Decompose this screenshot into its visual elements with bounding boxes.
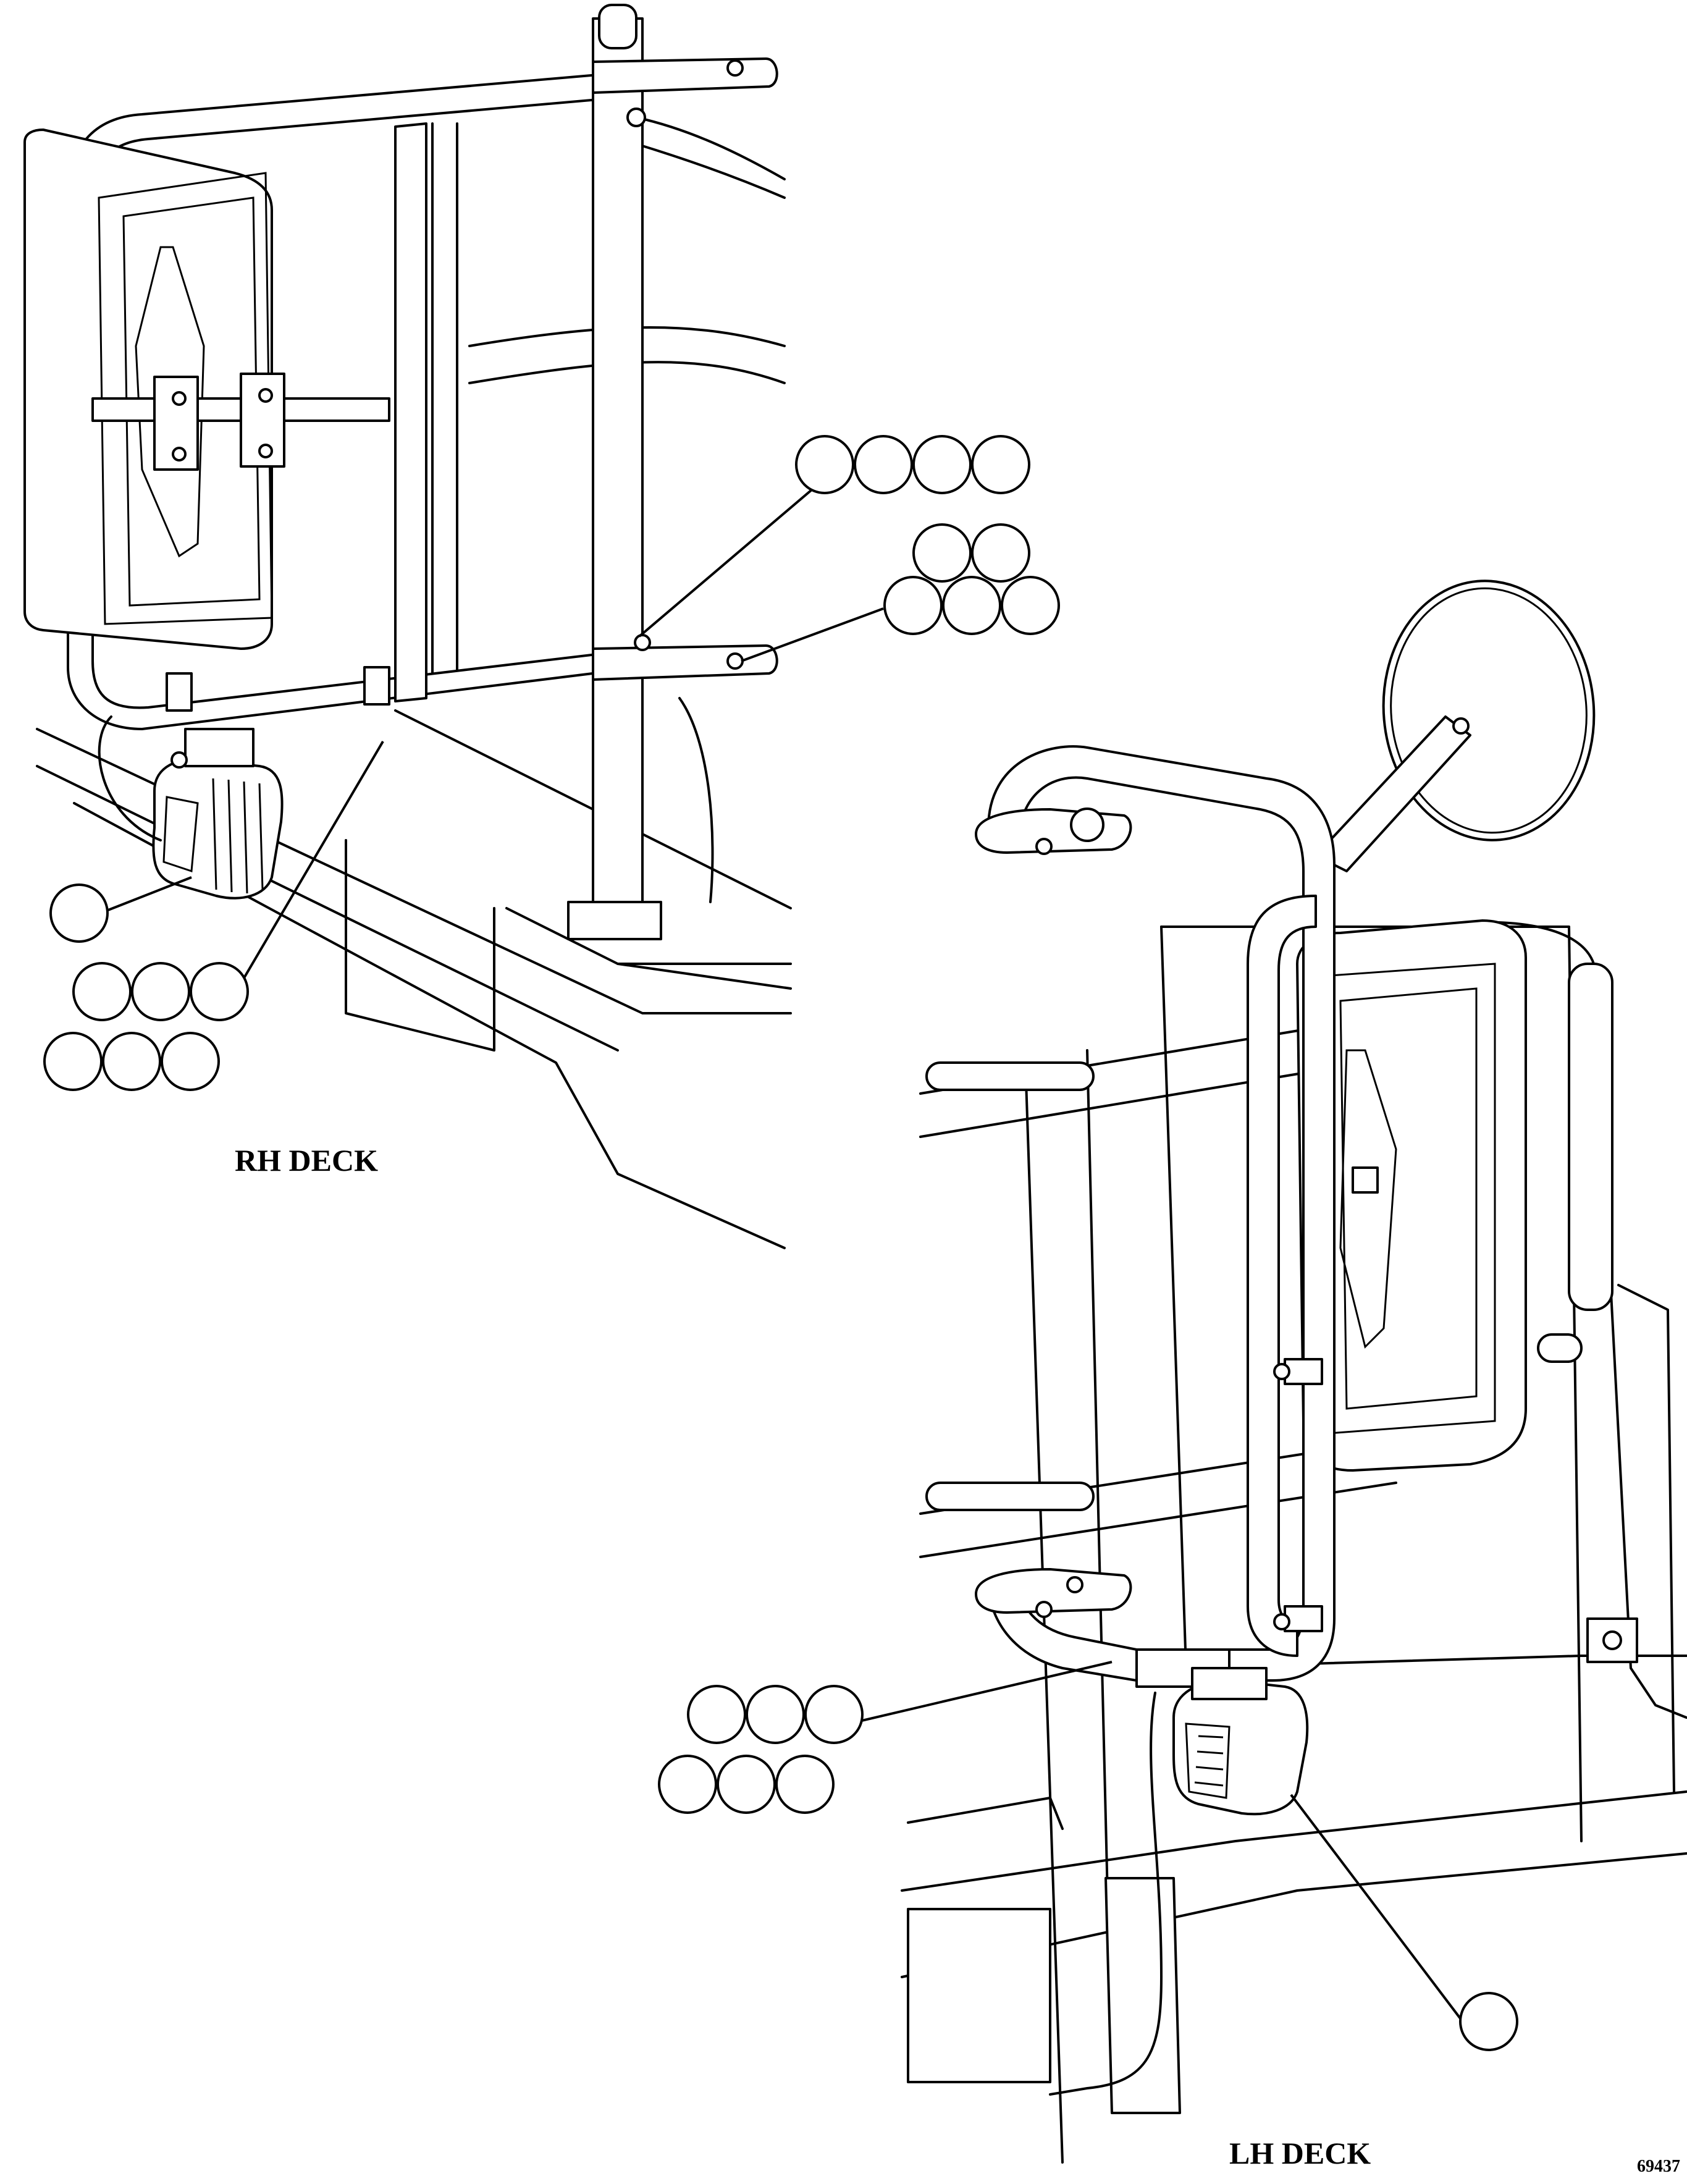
lh-handrail	[925, 745, 1613, 1688]
lh-round-mirror-arm	[1315, 715, 1471, 872]
leader-rh-mid	[741, 607, 884, 662]
rh-rail-band-2	[363, 666, 390, 706]
lh-lower-hinge	[975, 1568, 1132, 1614]
callout-balloon	[43, 1032, 103, 1091]
lh-rail-clip-2	[1284, 1605, 1323, 1632]
lh-step-bar-1	[925, 1061, 1095, 1091]
rh-rail-upright	[394, 122, 427, 702]
callout-balloon	[658, 1755, 717, 1814]
rh-group-single	[49, 883, 109, 943]
lh-rear-post	[1568, 963, 1613, 1311]
rh-post-cap	[598, 4, 637, 49]
callout-balloon	[687, 1685, 746, 1744]
callout-balloon	[72, 962, 132, 1021]
rh-deck-view	[23, 4, 792, 1249]
leader-lh-single	[1290, 1794, 1465, 2025]
callout-balloon	[804, 1685, 864, 1744]
callout-balloon	[971, 523, 1030, 583]
leader-lh-group	[861, 1661, 1113, 1722]
lh-deck-label: LH DECK	[1229, 2136, 1371, 2170]
leader-rh-bottom	[237, 740, 384, 990]
lh-junction-box	[907, 1908, 1051, 2083]
rh-nut-3	[634, 634, 651, 651]
lh-rect-mirror	[1296, 919, 1527, 1472]
rh-work-light	[152, 728, 284, 900]
callout-balloon	[1459, 1992, 1518, 2051]
rh-group-bottom-6	[43, 962, 249, 1091]
rh-post-base	[567, 901, 662, 940]
lh-rail-clip-1	[1284, 1358, 1323, 1385]
callout-balloon	[912, 523, 972, 583]
lh-group-single	[1459, 1992, 1518, 2051]
rh-rail-band	[166, 672, 193, 712]
rh-nut-1	[626, 108, 646, 127]
lh-lower-bracket	[907, 1617, 1638, 2114]
lh-wire-harness	[1049, 1692, 1163, 2096]
rh-wire-harness	[98, 715, 162, 841]
rh-nut-2	[726, 59, 744, 77]
callout-balloon	[942, 576, 1001, 635]
callout-balloon	[102, 1032, 161, 1091]
rh-group-mid-5	[883, 523, 1060, 635]
callout-balloon	[883, 576, 943, 635]
leader-rh-top	[638, 478, 826, 638]
callout-balloon	[190, 962, 249, 1021]
callout-balloon	[49, 883, 109, 943]
lh-group-6	[658, 1685, 864, 1814]
lh-step-bar-2	[925, 1482, 1095, 1511]
rh-nut-4	[726, 652, 744, 670]
rh-deck-label: RH DECK	[235, 1143, 378, 1178]
callout-balloon	[131, 962, 190, 1021]
lh-deck-view	[901, 580, 1687, 2164]
rh-wire-harness-2	[678, 697, 714, 903]
rh-light-mount	[184, 728, 255, 767]
lh-round-mirror	[1315, 580, 1596, 872]
callout-balloon	[775, 1755, 835, 1814]
callouts	[43, 435, 1518, 2051]
lh-light-mount	[1191, 1667, 1268, 1700]
callout-balloon	[971, 435, 1030, 494]
rh-lower-clamp	[592, 644, 778, 681]
lh-mount-plate	[1104, 1877, 1181, 2114]
lh-work-light	[1172, 1667, 1309, 1816]
callout-balloon	[795, 435, 854, 494]
callout-balloon	[161, 1032, 220, 1091]
callout-balloon	[912, 435, 972, 494]
callout-balloon	[717, 1755, 776, 1814]
callout-balloon	[746, 1685, 805, 1744]
rh-group-top-4	[795, 435, 1030, 494]
rh-upper-clamp	[592, 57, 778, 94]
callout-balloon	[854, 435, 913, 494]
rh-mirror	[23, 129, 390, 650]
callout-balloon	[1001, 576, 1060, 635]
lh-hinge-pin-top	[1070, 807, 1104, 842]
lh-upper-hinge	[975, 808, 1132, 854]
leader-rh-single	[104, 876, 192, 913]
lh-step-bar-3	[1537, 1333, 1583, 1363]
figure-number: 69437	[1637, 2157, 1680, 2176]
